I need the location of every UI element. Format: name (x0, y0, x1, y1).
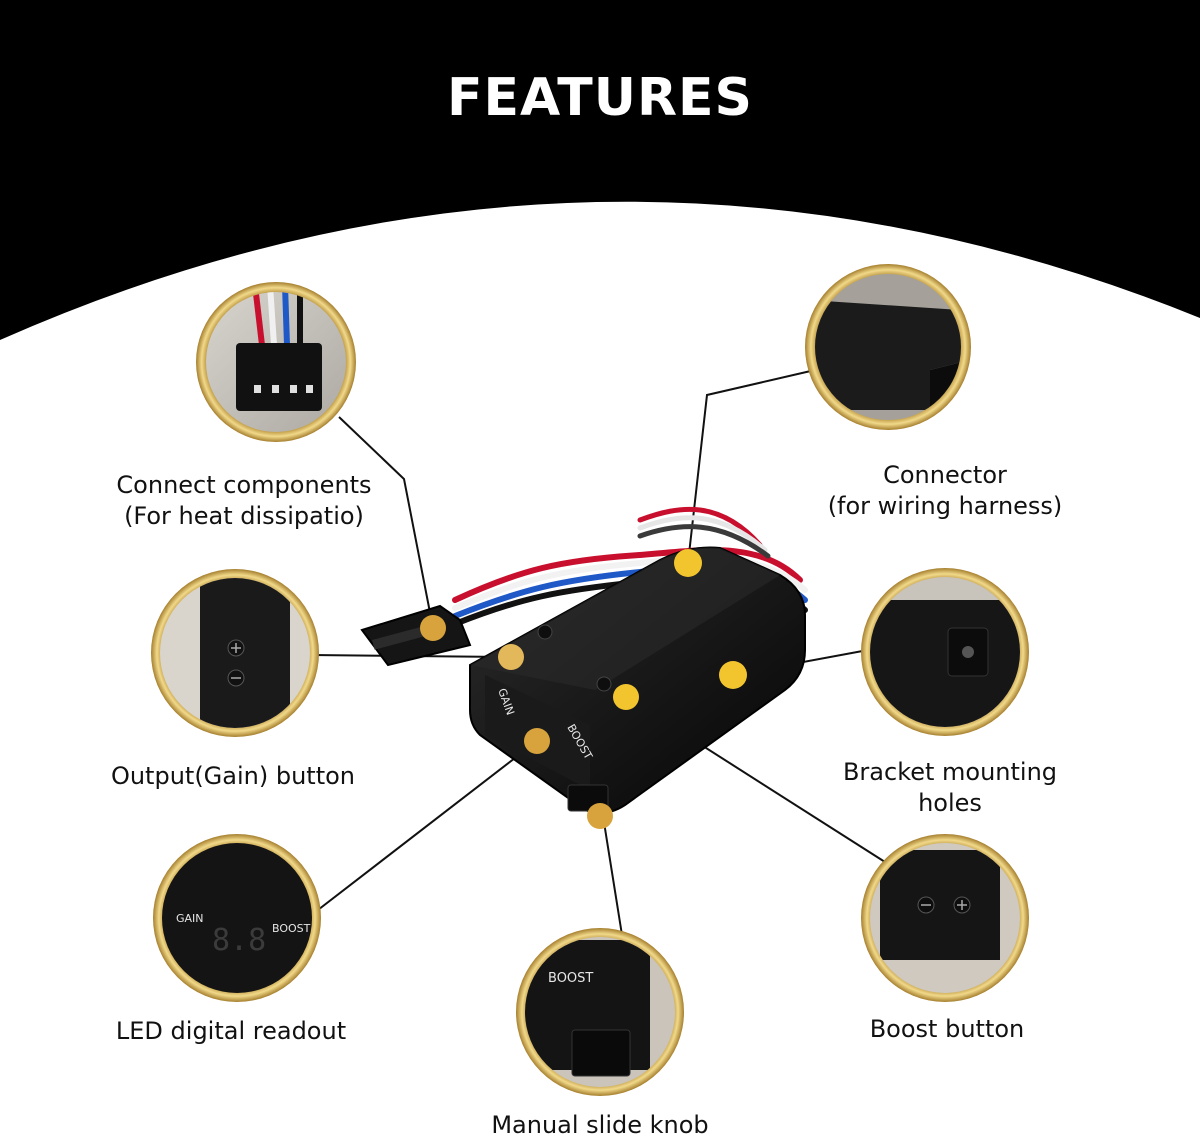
label-connector: Connector (for wiring harness) (800, 460, 1090, 522)
dot-boost-button (613, 684, 639, 710)
label-connector-line2: (for wiring harness) (827, 492, 1063, 520)
page-title: FEATURES (447, 68, 753, 128)
callout-dots (420, 549, 747, 829)
detail-circle-boost-button (861, 834, 1029, 1002)
detail-circle-output-gain (151, 569, 319, 737)
dot-output-gain (498, 644, 524, 670)
readout-display: 8.8 (212, 923, 266, 958)
label-boost-button-line1: Boost button (869, 1015, 1025, 1043)
label-connect-components-line2: (For heat dissipatio) (124, 502, 364, 530)
detail-circle-led-readout: GAIN 8.8 BOOST (153, 834, 321, 1002)
readout-boost-label: BOOST (272, 922, 311, 935)
detail-circle-bracket (861, 568, 1029, 736)
label-connect-components-line1: Connect components (116, 471, 372, 499)
label-bracket-mounting-line2: holes (918, 789, 982, 817)
label-connect-components: Connect components (For heat dissipatio) (96, 470, 392, 532)
detail-circle-connector (805, 264, 971, 430)
brake-controller-device: GAIN BOOST (469, 546, 806, 815)
dot-connect-components (420, 615, 446, 641)
readout-gain-label: GAIN (176, 912, 204, 925)
label-manual-slide-line1: Manual slide knob (491, 1111, 709, 1139)
dot-connector (674, 549, 702, 577)
label-bracket-mounting-line1: Bracket mounting (842, 758, 1058, 786)
detail-circle-connect-components (196, 282, 356, 442)
label-boost-button: Boost button (840, 1014, 1054, 1045)
dot-manual-slide (587, 803, 613, 829)
label-manual-slide: Manual slide knob (470, 1110, 730, 1141)
detail-circle-manual-slide: BOOST (516, 928, 684, 1096)
dot-bracket (719, 661, 747, 689)
label-bracket-mounting: Bracket mounting holes (820, 757, 1080, 819)
label-led-readout: LED digital readout (98, 1016, 364, 1047)
slide-boost-label: BOOST (548, 971, 593, 986)
dot-led-readout (524, 728, 550, 754)
label-led-readout-line1: LED digital readout (115, 1017, 347, 1045)
header-band (0, 0, 1200, 340)
label-connector-line1: Connector (883, 461, 1007, 489)
label-output-gain: Output(Gain) button (88, 761, 378, 792)
label-output-gain-line1: Output(Gain) button (110, 762, 356, 790)
